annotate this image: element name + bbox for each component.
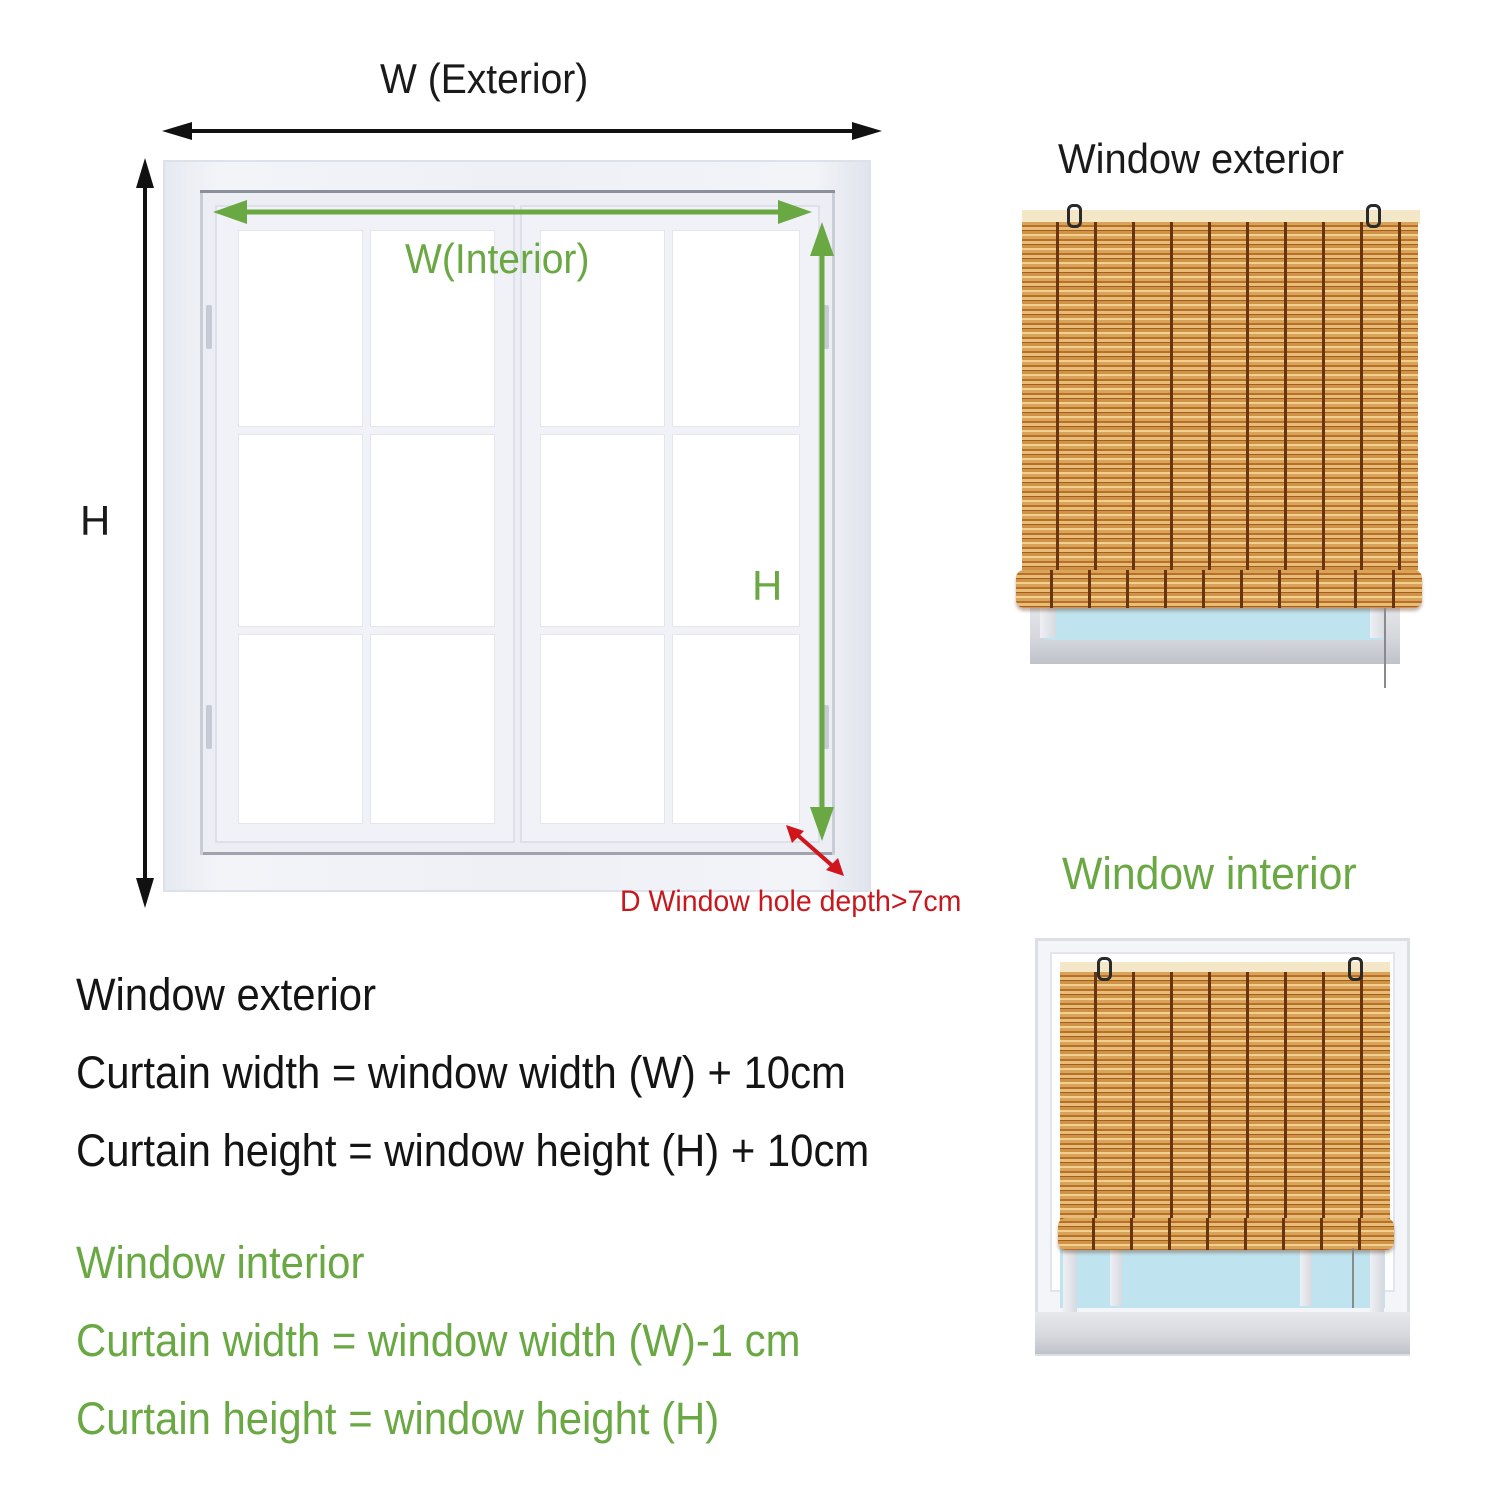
- interior-height-formula: Curtain height = window height (H): [76, 1393, 720, 1444]
- hinge-icon: [206, 305, 212, 349]
- mounting-hook-icon: [1067, 204, 1082, 228]
- hinge-icon: [823, 305, 829, 349]
- mounting-hook-icon: [1348, 957, 1363, 981]
- pull-cord: [1352, 1248, 1354, 1308]
- window-pane: [370, 434, 495, 627]
- window-pane: [238, 230, 363, 427]
- window-jamb: [1040, 604, 1056, 638]
- exterior-height-label: H: [80, 497, 111, 544]
- interior-height-label: H: [752, 562, 783, 609]
- exterior-width-formula: Curtain width = window width (W) + 10cm: [76, 1047, 846, 1098]
- open-sash-right: [1300, 1246, 1312, 1306]
- window-pane: [672, 230, 800, 427]
- window-sill: [1035, 1312, 1410, 1354]
- exterior-width-label: W (Exterior): [380, 55, 589, 102]
- interior-example-heading: Window interior: [1062, 848, 1357, 899]
- window-pane: [672, 634, 800, 824]
- window-jamb: [1063, 1246, 1077, 1318]
- window-pane: [370, 230, 495, 427]
- exterior-height-formula: Curtain height = window height (H) + 10c…: [76, 1125, 870, 1176]
- arrowhead-right-icon: [852, 122, 882, 140]
- window-jamb: [1370, 604, 1386, 638]
- interior-width-label: W(Interior): [405, 235, 590, 282]
- window-pane: [370, 634, 495, 824]
- window-pane: [238, 634, 363, 824]
- pull-cord: [1384, 608, 1386, 688]
- window-sash-left: [206, 205, 515, 843]
- curtain-roll: [1016, 570, 1422, 608]
- exterior-height-arrow: [143, 170, 147, 892]
- exterior-width-arrow: [172, 129, 872, 133]
- arrowhead-down-icon: [136, 878, 154, 908]
- window-glass: [1045, 608, 1385, 640]
- exterior-example-heading: Window exterior: [1058, 135, 1345, 182]
- interior-formula-heading: Window interior: [76, 1237, 365, 1288]
- arrowhead-left-icon: [162, 122, 192, 140]
- curtain-top-rail: [1060, 962, 1390, 974]
- mounting-hook-icon: [1366, 204, 1381, 228]
- mounting-hook-icon: [1097, 957, 1112, 981]
- depth-arrow-icon: [786, 825, 844, 876]
- curtain-roll: [1058, 1218, 1394, 1250]
- window-jamb: [1370, 1246, 1384, 1318]
- window-pane: [238, 434, 363, 627]
- window-pane: [540, 230, 665, 427]
- curtain-top-rail: [1022, 210, 1420, 224]
- reed-curtain: [1060, 972, 1390, 1224]
- window-pane: [540, 434, 665, 627]
- window-pane: [540, 634, 665, 824]
- hinge-icon: [206, 705, 212, 749]
- hinge-icon: [823, 705, 829, 749]
- exterior-formula-heading: Window exterior: [76, 969, 377, 1020]
- interior-measure-arrows: [213, 200, 834, 841]
- window-glass: [1060, 1248, 1385, 1308]
- open-sash-left: [1110, 1246, 1122, 1306]
- arrowhead-up-icon: [136, 158, 154, 188]
- window-sash-right: [520, 205, 829, 843]
- depth-label: D Window hole depth>7cm: [620, 885, 962, 918]
- window-pane: [672, 434, 800, 627]
- reed-curtain: [1022, 222, 1418, 577]
- interior-width-formula: Curtain width = window width (W)-1 cm: [76, 1315, 801, 1366]
